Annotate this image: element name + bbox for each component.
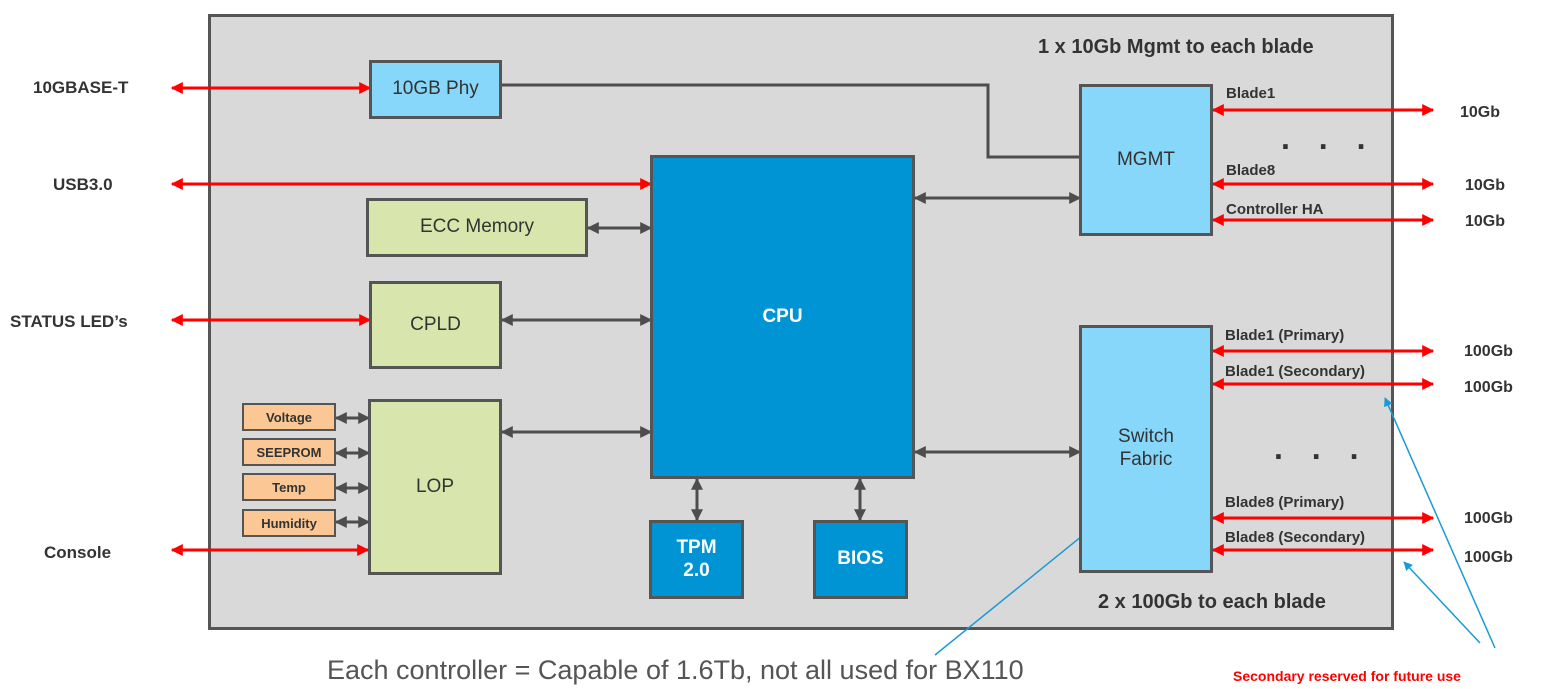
mgmt-port-controller-ha: Controller HA bbox=[1226, 201, 1324, 218]
callout-note-to-b8s bbox=[1403, 561, 1481, 644]
phy-block: 10GB Phy bbox=[369, 60, 502, 119]
panel-top-title: 1 x 10Gb Mgmt to each blade bbox=[1038, 36, 1314, 58]
switch-port-blade8-primary: Blade8 (Primary) bbox=[1225, 494, 1345, 511]
link-phy-mgmt bbox=[502, 83, 1080, 159]
switch-speed-blade8-primary: 100Gb bbox=[1464, 510, 1513, 527]
switch-port-blade1-secondary: Blade1 (Secondary) bbox=[1225, 363, 1366, 380]
lop-block: LOP bbox=[368, 399, 502, 575]
switch-port-blade1-primary: Blade1 (Primary) bbox=[1225, 327, 1345, 344]
ext-label-console: Console bbox=[44, 543, 112, 562]
mgmt-ellipsis: . . . bbox=[1281, 120, 1376, 156]
panel-bottom-title: 2 x 100Gb to each blade bbox=[1098, 591, 1326, 613]
cpu-block: CPU bbox=[650, 155, 915, 479]
humidity-sensor: Humidity bbox=[242, 509, 336, 537]
footer-caption: Each controller = Capable of 1.6Tb, not … bbox=[327, 655, 1024, 685]
switch-ellipsis: . . . bbox=[1274, 430, 1369, 466]
mgmt-speed-blade8: 10Gb bbox=[1465, 177, 1506, 194]
callout-note-to-b1s bbox=[1384, 397, 1496, 649]
mgmt-block: MGMT bbox=[1079, 84, 1213, 236]
seeprom-sensor: SEEPROM bbox=[242, 438, 336, 466]
switch-speed-blade1-secondary: 100Gb bbox=[1464, 379, 1513, 396]
mgmt-port-blade1: Blade1 bbox=[1226, 85, 1276, 102]
tpm-block: TPM 2.0 bbox=[649, 520, 744, 599]
cpld-block: CPLD bbox=[369, 281, 502, 369]
ext-label-10gbase-t: 10GBASE-T bbox=[33, 78, 129, 97]
ecc-memory-block: ECC Memory bbox=[366, 198, 588, 257]
mgmt-speed-blade1: 10Gb bbox=[1460, 104, 1501, 121]
reserved-note: Secondary reserved for future use bbox=[1233, 668, 1461, 684]
temp-sensor: Temp bbox=[242, 473, 336, 501]
mgmt-port-blade8: Blade8 bbox=[1226, 162, 1276, 179]
switch-fabric-block: Switch Fabric bbox=[1079, 325, 1213, 573]
mgmt-speed-ha: 10Gb bbox=[1465, 213, 1506, 230]
ext-label-usb: USB3.0 bbox=[53, 175, 113, 194]
ext-label-status-led: STATUS LED’s bbox=[10, 312, 128, 331]
switch-speed-blade8-secondary: 100Gb bbox=[1464, 549, 1513, 566]
voltage-sensor: Voltage bbox=[242, 403, 336, 431]
switch-speed-blade1-primary: 100Gb bbox=[1464, 343, 1513, 360]
bios-block: BIOS bbox=[813, 520, 908, 599]
switch-port-blade8-secondary: Blade8 (Secondary) bbox=[1225, 529, 1366, 546]
